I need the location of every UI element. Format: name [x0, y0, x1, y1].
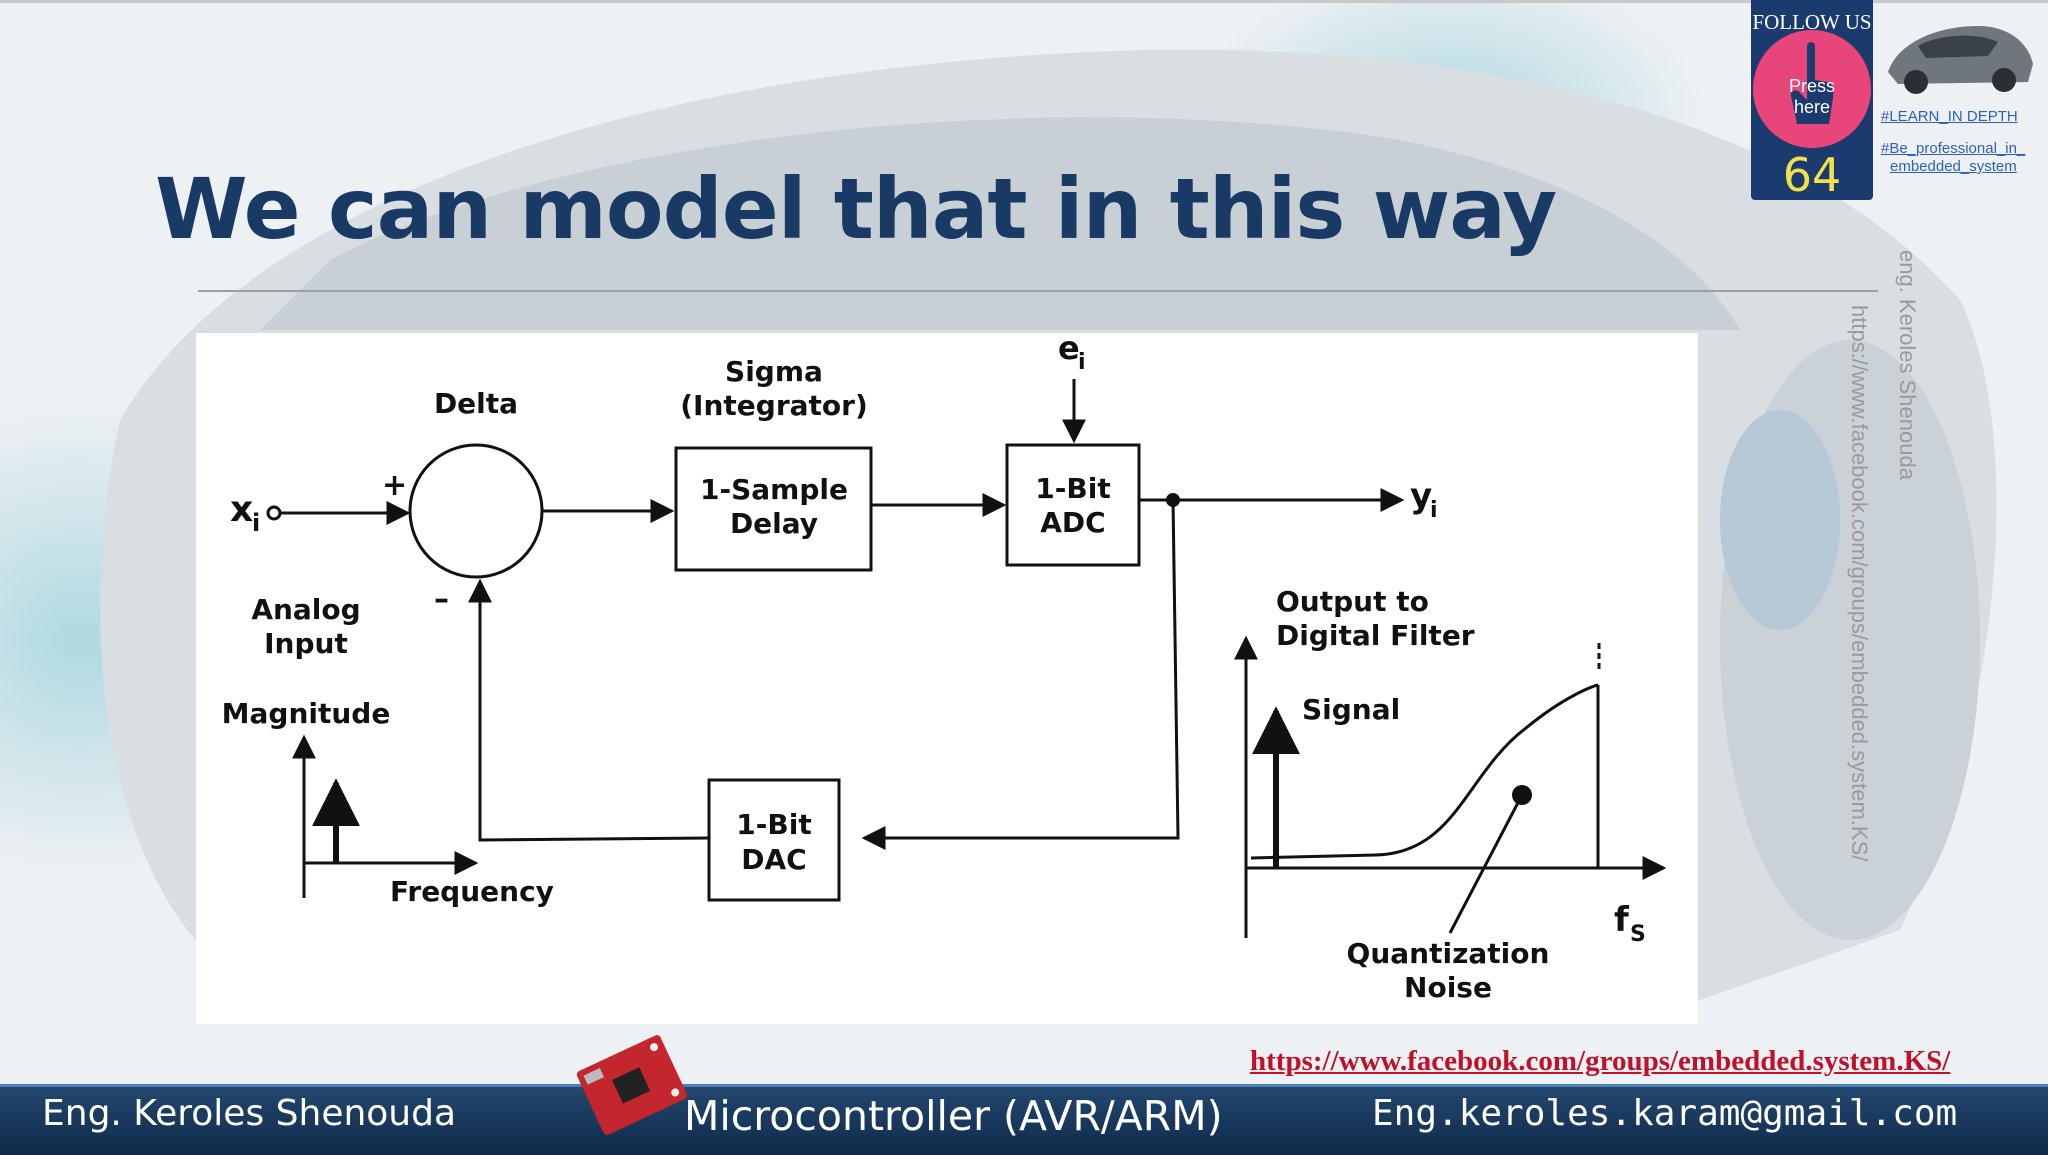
analog-input-label-1: Analog: [251, 593, 360, 626]
delta-label: Delta: [434, 387, 518, 420]
press-here-text: Press here: [1751, 76, 1873, 118]
quantization-noise-curve: [1250, 683, 1599, 860]
pointing-hand-icon: [1790, 42, 1834, 124]
top-border: [0, 0, 2048, 3]
adc-label-2: ADC: [1040, 506, 1105, 539]
error-label: e: [1058, 333, 1080, 367]
signal-label: Signal: [1302, 693, 1400, 726]
footer-email[interactable]: Eng.keroles.karam@gmail.com: [1372, 1093, 1958, 1134]
adc-label-1: 1-Bit: [1035, 472, 1110, 505]
input-label: x: [230, 489, 253, 530]
integrator-label: (Integrator): [680, 389, 868, 422]
title-divider: [198, 290, 1878, 292]
noise-pointer: [1448, 794, 1524, 934]
frequency-label: Frequency: [390, 875, 554, 908]
author-watermark: eng. Keroles Shenouda: [1895, 250, 1920, 480]
sample-delay-label-1: 1-Sample: [700, 473, 848, 506]
hashtag-learn-in-depth[interactable]: #LEARN_IN DEPTH: [1881, 108, 2018, 125]
fs-label: f: [1614, 900, 1630, 940]
error-subscript: i: [1078, 350, 1086, 375]
input-terminal: [266, 505, 282, 521]
footer-course-title: Microcontroller (AVR/ARM): [684, 1092, 1223, 1140]
sigma-delta-diagram: Delta Sigma (Integrator) 1-Sample Delay …: [196, 333, 1698, 1024]
feedback-path: [866, 499, 1180, 840]
footer-bar: [0, 1084, 2048, 1155]
footer-author: Eng. Keroles Shenouda: [42, 1093, 457, 1134]
analog-input-label-2: Input: [264, 627, 348, 660]
output-filter-label-1: Output to: [1276, 585, 1429, 618]
adc-box: [1005, 443, 1141, 567]
output-label: y: [1410, 476, 1432, 516]
sample-delay-box: [674, 446, 873, 572]
output-subscript: i: [1430, 498, 1438, 523]
diagram-canvas: Delta Sigma (Integrator) 1-Sample Delay …: [222, 333, 1667, 1004]
quantization-label-2: Noise: [1404, 971, 1492, 1004]
input-subscript: i: [252, 509, 260, 537]
fs-subscript: S: [1630, 922, 1646, 947]
microcontroller-board-icon: [576, 1035, 688, 1135]
press-text-line1: Press: [1788, 76, 1835, 96]
follow-us-widget[interactable]: FOLLOW US Press here 64: [1751, 0, 1873, 202]
slide-number: 64: [1782, 148, 1842, 202]
url-watermark: https://www.facebook.com/groups/embedded…: [1847, 305, 1872, 862]
slide-title: We can model that in this way: [155, 160, 1557, 258]
sample-delay-label-2: Delay: [730, 507, 818, 540]
magnitude-label: Magnitude: [222, 697, 391, 730]
output-filter-label-2: Digital Filter: [1276, 619, 1475, 652]
car-thumbnail: [1878, 12, 2038, 104]
press-text-line2: here: [1793, 97, 1831, 117]
delta-summing-junction: [408, 443, 544, 579]
noise-pointer-dot: [1512, 785, 1532, 805]
sigma-label: Sigma: [725, 355, 823, 388]
hashtag-be-professional-2[interactable]: embedded_system: [1890, 158, 2017, 175]
dac-label-2: DAC: [741, 843, 806, 876]
dac-box: [707, 778, 841, 902]
dac-feedback-path: [478, 587, 710, 842]
plus-sign: +: [382, 468, 407, 503]
output-branch-dot: [1166, 493, 1180, 507]
hashtag-be-professional-1[interactable]: #Be_professional_in_: [1881, 140, 2026, 157]
minus-sign: –: [434, 582, 449, 617]
quantization-label-1: Quantization: [1347, 937, 1550, 970]
dac-label-1: 1-Bit: [736, 808, 811, 841]
facebook-group-link[interactable]: https://www.facebook.com/groups/embedded…: [1250, 1045, 1951, 1077]
